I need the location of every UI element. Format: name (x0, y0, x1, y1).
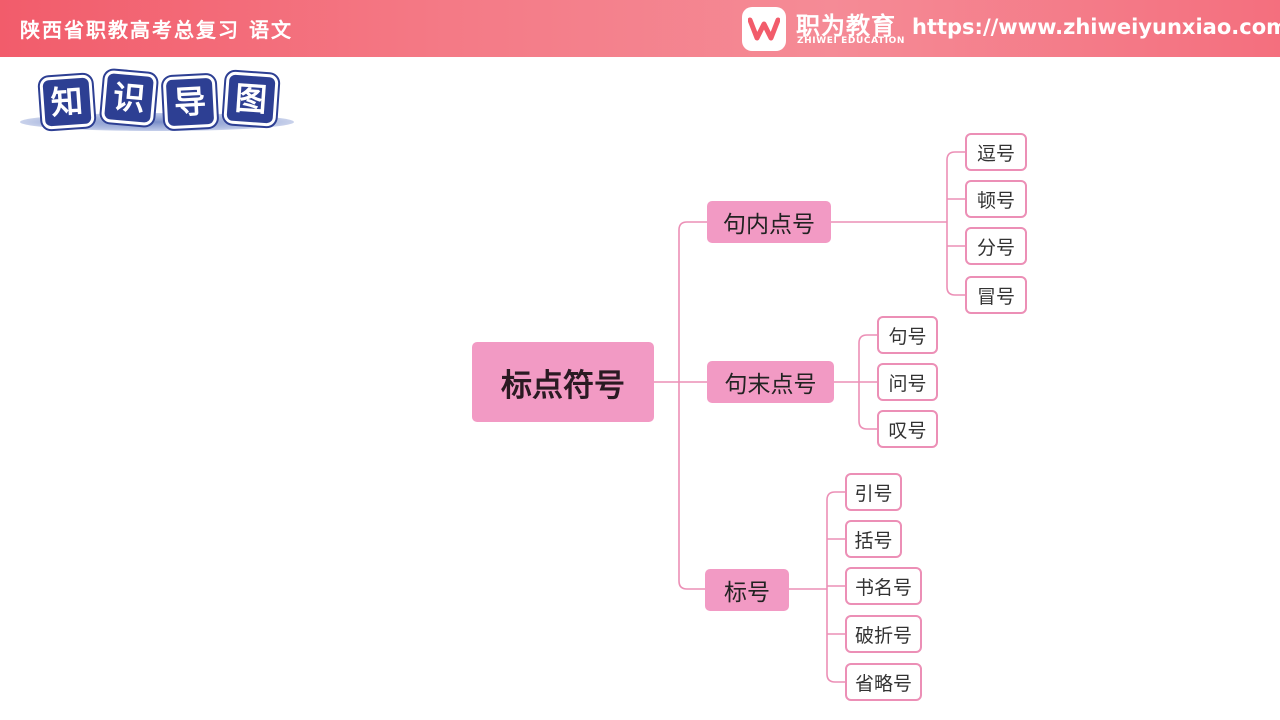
leaf-node: 逗号 (965, 133, 1027, 171)
leaf-node: 分号 (965, 227, 1027, 265)
brand-name-en: ZHIWEI EDUCATION (797, 36, 906, 46)
leaf-node: 破折号 (845, 615, 922, 653)
leaf-node: 问号 (877, 363, 938, 401)
leaf-node: 冒号 (965, 276, 1027, 314)
header-bar: 陕西省职教高考总复习 语文 职为教育 ZHIWEI EDUCATION http… (0, 0, 1280, 57)
mindmap-root-node: 标点符号 (472, 342, 654, 422)
leaf-node: 括号 (845, 520, 902, 558)
branch-node-sentence-end: 句末点号 (707, 361, 834, 403)
branch-node-sentence-internal: 句内点号 (707, 201, 831, 243)
leaf-node: 叹号 (877, 410, 938, 448)
course-title: 陕西省职教高考总复习 语文 (20, 18, 293, 42)
leaf-node: 书名号 (845, 567, 922, 605)
leaf-node: 顿号 (965, 180, 1027, 218)
zhiwei-logo-icon (742, 7, 786, 51)
branch-node-marks: 标号 (705, 569, 789, 611)
leaf-node: 引号 (845, 473, 902, 511)
website-link[interactable]: https://www.zhiweiyunxiao.com/ (912, 15, 1280, 39)
leaf-node: 句号 (877, 316, 938, 354)
brand-name: 职为教育 (796, 12, 896, 40)
leaf-node: 省略号 (845, 663, 922, 701)
